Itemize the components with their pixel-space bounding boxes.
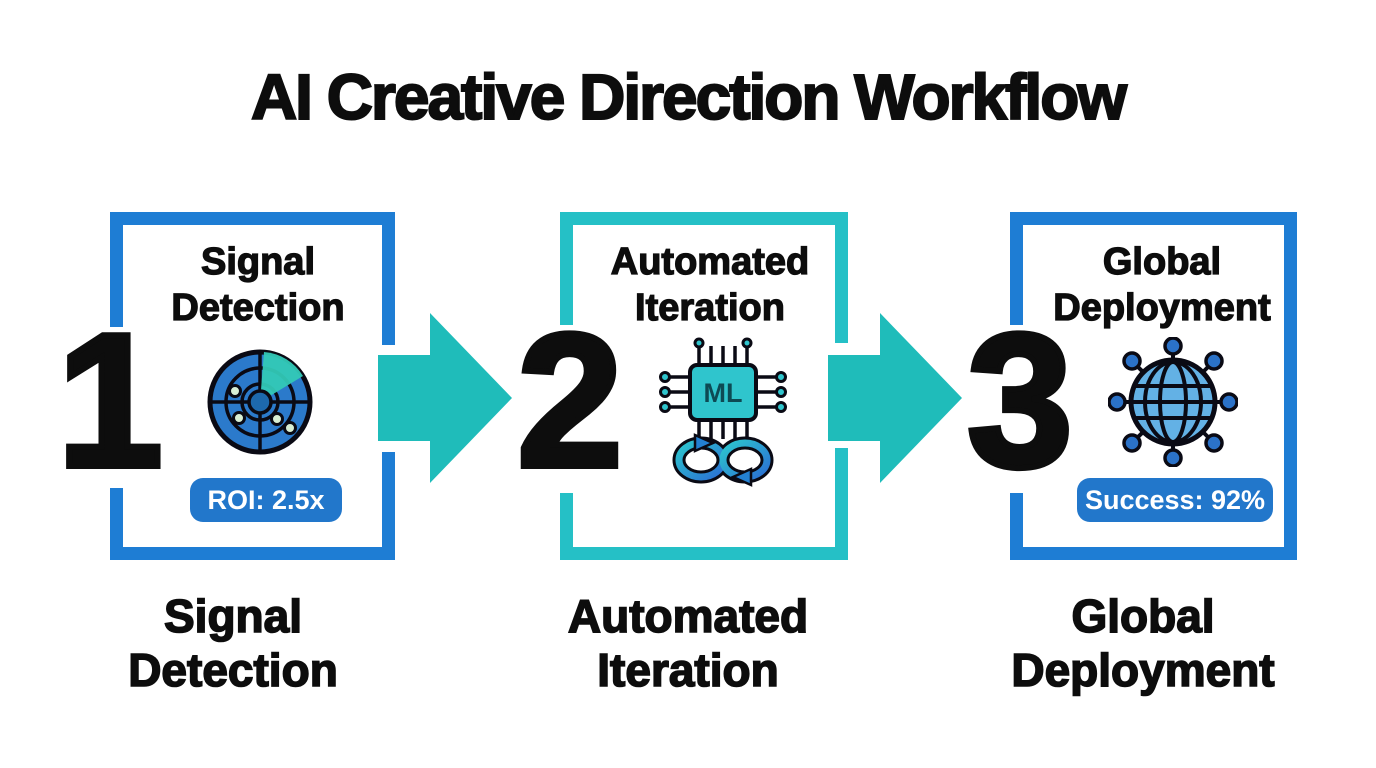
roi-badge: ROI: 2.5x (190, 478, 342, 522)
step-1-label: Signal Detection (127, 589, 338, 696)
radar-icon (207, 349, 313, 455)
ml-chip-infinity-loop-icon: ML (659, 337, 787, 487)
globe-network-icon (1108, 337, 1238, 467)
success-badge: Success: 92% (1077, 478, 1273, 522)
border-gap (104, 327, 136, 488)
step-2-number: 2 (514, 295, 626, 507)
step-3-heading: Global Deployment (1053, 240, 1272, 329)
border-gap (554, 325, 580, 493)
step-2-heading: Automated Iteration (610, 240, 810, 329)
arrow-right-icon (378, 313, 512, 483)
border-gap (1004, 325, 1030, 493)
step-3-number: 3 (964, 295, 1076, 507)
step-1-heading: Signal Detection (171, 240, 345, 329)
step-2-label: Automated Iteration (567, 589, 809, 696)
arrow-right-icon (828, 313, 962, 483)
ml-chip-label: ML (704, 378, 743, 408)
page-title: AI Creative Direction Workflow (250, 60, 1128, 134)
step-1-number: 1 (54, 295, 166, 507)
step-3-label: Global Deployment (1011, 589, 1276, 696)
